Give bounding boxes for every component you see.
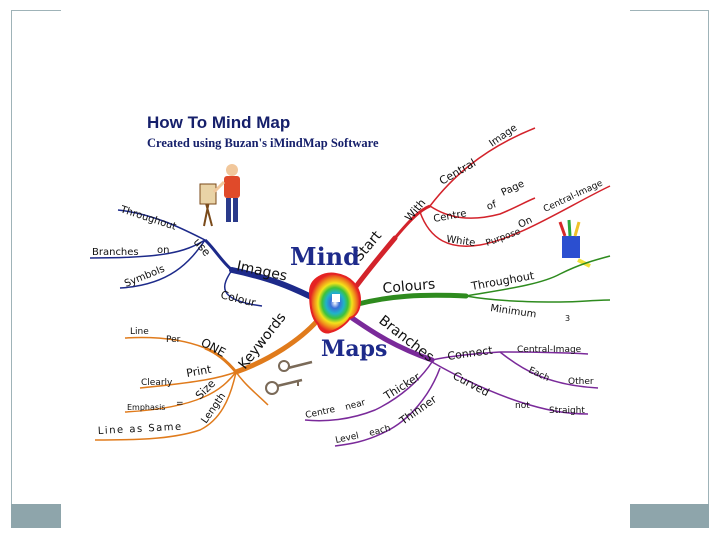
images-label: Images [235, 258, 288, 284]
maps-label: Maps [321, 336, 387, 362]
each2-label: each [368, 424, 392, 439]
connect-label: Connect [447, 344, 495, 363]
left-footer-bar [11, 504, 61, 528]
use-label: use [191, 236, 214, 259]
straight-label: Straight [549, 406, 585, 416]
branches-centre-label: Centre [305, 405, 337, 421]
curved-label: Curved [451, 369, 492, 399]
line-label: Line [130, 327, 149, 337]
equals-label: = [176, 399, 184, 409]
right-footer-bar [630, 504, 709, 528]
throughout-label: Throughout [118, 204, 177, 233]
top-left-frame-line [11, 10, 61, 11]
start-branch: Start With Central Image Centre of Page … [351, 122, 610, 292]
symbols-label: Symbols [123, 264, 166, 290]
branches-central-image-label: Central-Image [517, 345, 582, 355]
mind-map-image: How To Mind Map Created using Buzan's iM… [60, 12, 630, 528]
emphasis-label: Emphasis [127, 403, 165, 412]
images-branch: Images use Throughout Branches on Symbol… [90, 204, 318, 310]
pencil-cup-illustration [560, 220, 590, 266]
of-label: of [485, 199, 498, 213]
other-label: Other [568, 377, 594, 387]
keywords-branch: Keywords ONE Line Per Print Clearly Size… [95, 310, 318, 440]
right-frame-line [708, 10, 709, 528]
line-as-same-label: Line as Same [98, 422, 183, 437]
clearly-label: Clearly [141, 378, 173, 388]
title: How To Mind Map [147, 113, 290, 132]
near-label: near [344, 398, 367, 413]
colour-label: Colour [219, 288, 257, 309]
each-label: Each [527, 366, 551, 384]
central-image-label: Central-Image [542, 178, 605, 214]
on-label: On [517, 215, 535, 231]
minimum-label: Minimum [490, 303, 537, 320]
on-label: on [157, 245, 169, 256]
thicker-label: Thicker [381, 370, 423, 403]
purpose-label: Purpose [485, 227, 523, 249]
three-label: 3 [565, 314, 570, 323]
one-label: ONE [199, 335, 229, 360]
branches-word-label: Branches [92, 247, 139, 258]
painter-illustration [200, 164, 240, 226]
top-right-frame-line [630, 10, 708, 11]
keys-illustration [266, 361, 312, 394]
central-label: Central [437, 156, 478, 187]
not-label: not [515, 401, 530, 411]
white-label: White [446, 234, 476, 249]
branches-branch: Branches Connect Central-Image Each Othe… [305, 313, 598, 446]
per-label: Per [166, 335, 181, 345]
image-label: Image [487, 122, 519, 149]
page-label: Page [500, 179, 527, 199]
colours-branch: Colours Throughout Minimum 3 [358, 256, 610, 323]
subtitle: Created using Buzan's iMindMap Software [147, 136, 379, 150]
left-frame-line [11, 10, 12, 528]
thinner-label: Thinner [396, 392, 439, 428]
mind-label: Mind [290, 242, 360, 271]
